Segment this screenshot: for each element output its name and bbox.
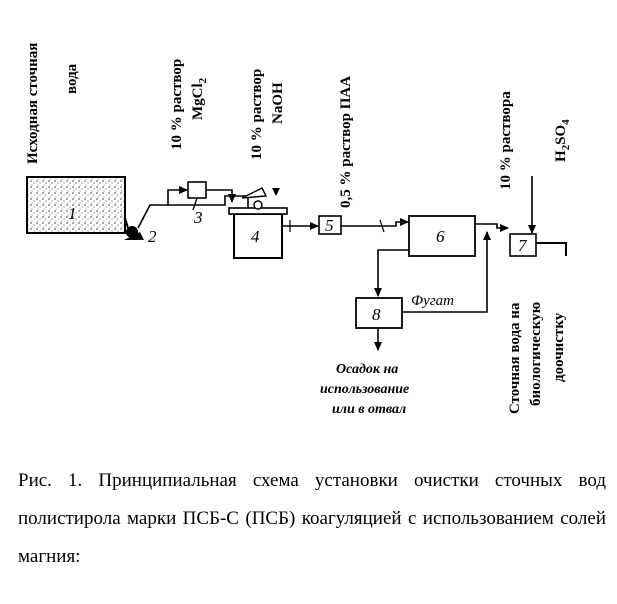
pipe-7-out	[536, 242, 567, 256]
centrifuge-6	[408, 215, 476, 257]
neutralizer-7	[509, 233, 537, 257]
node-4-label: 4	[251, 227, 260, 246]
node-8-label: 8	[372, 305, 381, 324]
pipe-5-to-6	[341, 218, 409, 227]
node-7-label: 7	[518, 236, 528, 255]
figure-caption: Рис. 1. Принципиальная схема установки о…	[18, 470, 606, 567]
reactor-4	[233, 213, 283, 259]
pump-2-base	[124, 232, 144, 240]
node-2-label: 2	[148, 227, 157, 246]
dewatering-unit-8	[355, 297, 403, 329]
pipe-dosing-3-out	[206, 189, 236, 203]
node-1-label: 1	[68, 204, 77, 223]
pipe-fugat-return	[402, 231, 491, 313]
h2so4-label-2: H2SO4	[553, 119, 572, 162]
node-6-label: 6	[436, 227, 445, 246]
outlet-label-1: Сточная вода на	[507, 302, 523, 414]
h2so4-label-1: 10 % раствора	[498, 91, 514, 190]
pipe-6-to-7	[475, 223, 509, 232]
paa-label: 0,5 % раствор ПАА	[338, 76, 354, 208]
mgcl2-label-1: 10 % раствор	[169, 59, 185, 150]
sediment-label-3: или в отвал	[332, 402, 406, 417]
sediment-label-2: использование	[320, 382, 409, 397]
reactor-4-motor	[253, 200, 263, 210]
sediment-label-1: Осадок на	[336, 362, 398, 377]
naoh-arrow-icon	[272, 188, 280, 196]
pipe-tank-to-pump	[124, 217, 129, 229]
pipe-6-to-8	[374, 249, 409, 297]
pipe-to-dosing-3	[167, 186, 188, 205]
mgcl2-label-2: MgCl2	[190, 77, 209, 120]
outlet-label-2: биологическую	[528, 302, 544, 406]
dosing-unit-3	[187, 181, 207, 199]
source-water-label-2: вода	[64, 63, 80, 94]
outlet-label-3: доочистку	[551, 312, 567, 382]
naoh-label-2: NaOH	[270, 82, 286, 124]
dosing-3-leg	[192, 197, 198, 211]
flocculant-dosing-5	[318, 215, 342, 235]
paa-feed-tick	[379, 219, 385, 233]
node-5-label: 5	[325, 216, 334, 235]
fugat-label: Фугат	[411, 293, 454, 309]
naoh-label-1: 10 % раствор	[249, 69, 265, 160]
tank-1	[26, 176, 126, 234]
source-water-label-1: Исходная сточная	[25, 43, 41, 164]
node-3-label: 3	[193, 208, 203, 227]
process-flow-diagram: Исходная сточная вода 10 % раствор MgCl2…	[25, 43, 572, 417]
naoh-funnel-icon	[241, 187, 268, 199]
